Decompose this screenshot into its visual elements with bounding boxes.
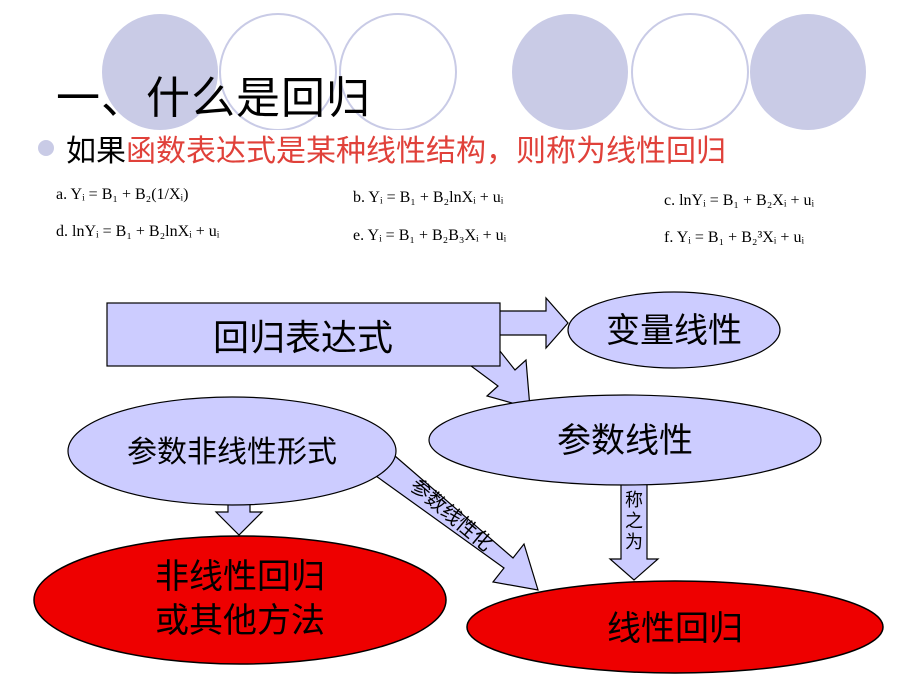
deco-circle-3	[339, 13, 457, 130]
nonlinear-regression-label-line2: 或其他方法	[155, 601, 325, 641]
bullet-line: 如果函数表达式是某种线性结构，则称为线性回归	[38, 126, 726, 170]
formula-e: e. Yᵢ = B₁ + B₂B₃Xᵢ + uᵢ	[353, 227, 507, 244]
deco-circle-1	[102, 14, 218, 130]
regression-expression-box	[106, 302, 501, 367]
formula-b: b. Yᵢ = B₁ + B₂lnXᵢ + uᵢ	[353, 189, 504, 206]
arrow-called-linear-regression	[608, 481, 660, 581]
nonlinear-regression-ellipse	[33, 535, 447, 665]
deco-circle-2	[219, 13, 337, 130]
bullet-prefix: 如果	[66, 134, 126, 169]
variable-linear-ellipse	[567, 291, 781, 369]
called-label-1: 称	[625, 490, 643, 511]
variable-linear-label: 变量线性	[606, 311, 742, 351]
parameter-nonlinear-label: 参数非线性形式	[127, 435, 337, 470]
parameter-linear-ellipse	[428, 394, 822, 486]
arrow-parameter-linearization	[375, 455, 539, 591]
parameter-linearization-label: 参数线性化	[405, 473, 497, 556]
linear-regression-label: 线性回归	[607, 609, 743, 649]
nonlinear-regression-label-line1: 非线性回归	[155, 557, 325, 597]
decorative-circles	[102, 13, 866, 130]
bullet-highlight: 函数表达式是某种线性结构，则称为线性回归	[126, 134, 726, 169]
deco-circle-5	[631, 13, 749, 130]
regression-diagram: 回归表达式 变量线性 参数线性化 称 之 为 参数线性 参数非线性形式 非线性回…	[33, 291, 884, 674]
slide-title: 一、什么是回归	[56, 73, 371, 124]
parameter-nonlinear-ellipse	[67, 396, 397, 506]
formula-d: d. lnYᵢ = B₁ + B₂lnXᵢ + uᵢ	[56, 223, 220, 240]
linear-regression-ellipse	[466, 580, 884, 674]
deco-circle-6	[750, 14, 866, 130]
arrow-to-variable-linear	[497, 296, 569, 350]
parameter-linear-label: 参数线性	[557, 421, 693, 461]
called-label-2: 之	[625, 511, 643, 532]
called-label-3: 为	[625, 532, 643, 553]
formula-c: c. lnYᵢ = B₁ + B₂Xᵢ + uᵢ	[664, 192, 815, 209]
formula-a: a. Yᵢ = B₁ + B₂(1/Xᵢ)	[56, 186, 189, 203]
regression-expression-label: 回归表达式	[213, 318, 393, 359]
formula-f: f. Yᵢ = B₁ + B₂³Xᵢ + uᵢ	[664, 229, 805, 246]
deco-circle-4	[512, 14, 628, 130]
bullet-dot-icon	[38, 140, 54, 156]
